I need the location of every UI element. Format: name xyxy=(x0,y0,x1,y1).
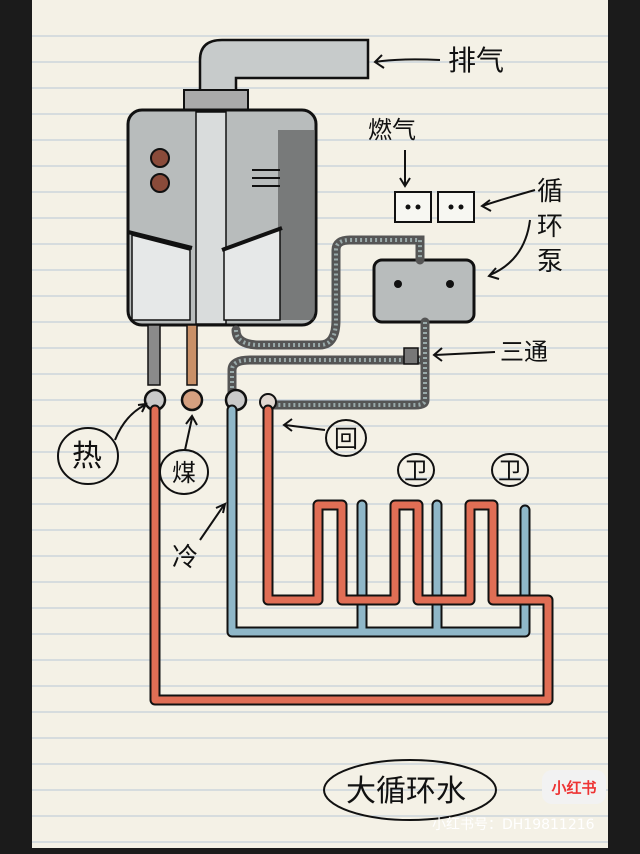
outlet-sockets xyxy=(394,191,475,223)
xiaohongshu-badge: 小红书 xyxy=(542,770,606,804)
hot-water-pipes xyxy=(149,404,554,706)
circulation-pump xyxy=(372,258,476,324)
tee-fitting xyxy=(403,347,419,365)
label-faucet-a: 卫 xyxy=(404,457,428,485)
label-circles xyxy=(57,419,529,821)
label-cold: 冷 xyxy=(172,543,198,573)
label-tee: 三通 xyxy=(500,338,548,366)
water-heater xyxy=(126,108,318,327)
label-pump-1: 循 xyxy=(537,177,563,207)
label-faucet-b: 卫 xyxy=(498,457,522,485)
label-gas-pipe: 煤 xyxy=(172,459,196,487)
paper-background xyxy=(32,0,608,848)
label-hot: 热 xyxy=(72,439,102,474)
knob-icon xyxy=(150,148,170,168)
label-pump-2: 环 xyxy=(537,212,563,242)
annotation-arrows xyxy=(114,54,536,541)
label-gas: 燃气 xyxy=(368,116,416,144)
label-return: 回 xyxy=(334,425,358,453)
label-pump-3: 泵 xyxy=(537,247,563,277)
cold-water-pipes xyxy=(226,404,531,638)
label-caption: 大循环水 xyxy=(346,774,466,809)
label-exhaust: 排气 xyxy=(448,44,504,77)
exhaust-pipe xyxy=(183,38,370,113)
knob-icon xyxy=(150,173,170,193)
watermark-id: 小红书号：DH19811216 xyxy=(432,817,595,833)
